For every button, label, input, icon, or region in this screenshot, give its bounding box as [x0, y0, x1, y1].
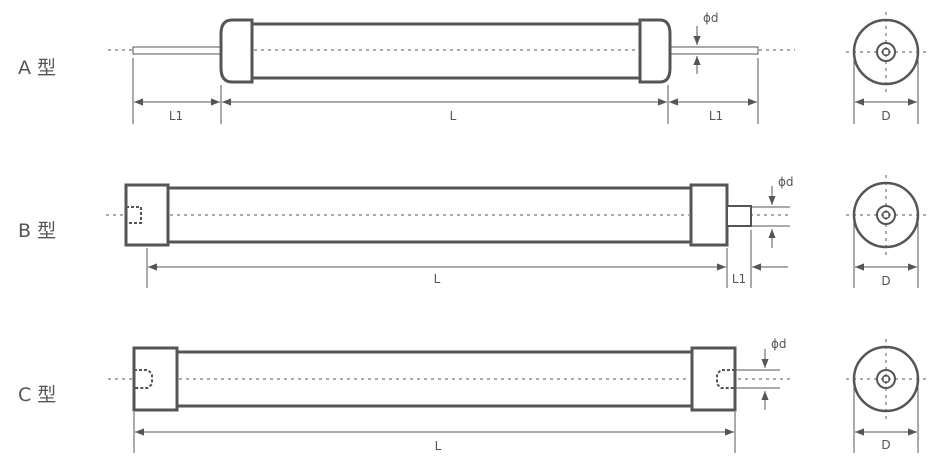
dim-label-l-b: L: [434, 272, 441, 286]
hidden-socket-left-b: [126, 206, 142, 224]
dim-label-l1-right-a: L1: [709, 109, 723, 123]
dim-label-lead-dia-b: ϕd: [778, 175, 794, 189]
type-label-b: B 型: [18, 220, 56, 242]
type-label-a: A 型: [18, 57, 56, 79]
dim-label-d-a: D: [881, 109, 890, 123]
end-view-outer-circle: [852, 181, 920, 249]
dim-label-lead-dia-a: ϕd: [703, 11, 719, 25]
dim-label-l-c: L: [435, 439, 442, 453]
hidden-socket-right-c: [716, 369, 735, 389]
end-view-outer-circle: [852, 18, 920, 86]
lead-stub-b: [726, 205, 752, 227]
dim-label-lead-dia-c: ϕd: [771, 337, 787, 351]
type-label-c: C 型: [18, 384, 56, 406]
end-view-c: D: [846, 339, 926, 453]
end-view-a: D: [846, 12, 926, 124]
dim-label-l1-left-a: L1: [169, 109, 183, 123]
dim-label-l-a: L: [450, 109, 457, 123]
lead-left-a: [132, 46, 222, 55]
row-type-c: C 型 L ϕd: [18, 337, 926, 453]
end-cap-left-c: [132, 346, 179, 412]
end-cap-right-a: [638, 18, 672, 84]
dim-label-d-c: D: [881, 438, 890, 452]
resistor-body-a: [238, 22, 654, 80]
end-view-outer-circle: [852, 345, 920, 413]
end-cap-right-c: [690, 346, 737, 412]
end-cap-right-b: [689, 183, 729, 247]
row-type-a: A 型 L1 L L1 ϕd: [18, 11, 926, 124]
end-cap-left-b: [124, 183, 170, 247]
lead-right-a: [667, 46, 759, 55]
end-cap-left-a: [219, 18, 254, 84]
hidden-socket-left-c: [134, 369, 153, 389]
end-view-b: D: [846, 175, 926, 288]
dim-label-d-b: D: [881, 274, 890, 288]
row-type-b: B 型 L L1 ϕd: [18, 175, 926, 288]
dim-label-l1-b: L1: [732, 272, 746, 286]
